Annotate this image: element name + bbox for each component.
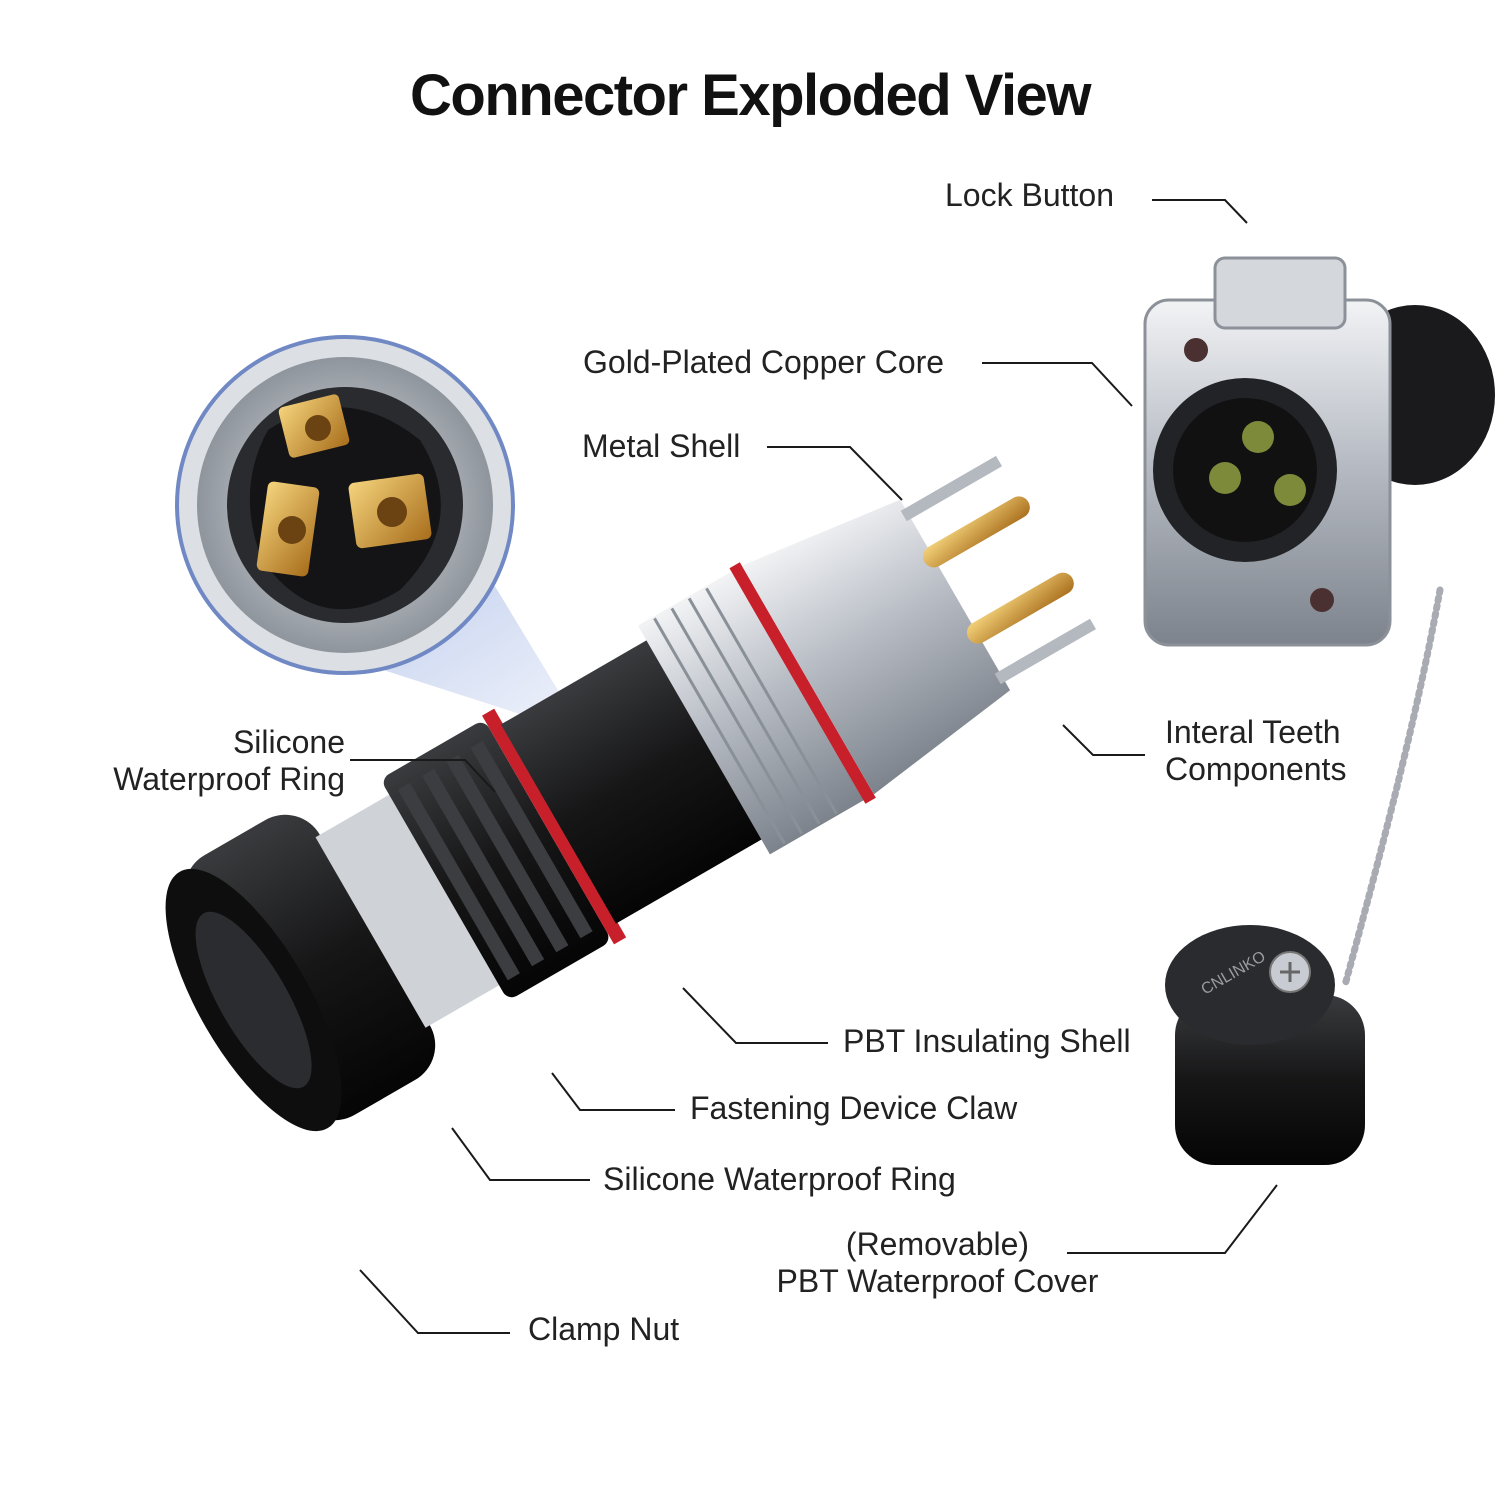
leader-pbt-shell [682, 987, 828, 1044]
label-internal-teeth-line2: Components [1165, 751, 1347, 787]
leader-internal-teeth [1062, 724, 1145, 756]
leader-silicone-ring-upper [350, 759, 496, 793]
leader-gold-core [982, 362, 1133, 407]
bead-chain [1341, 586, 1444, 989]
leader-lock-button [1152, 199, 1248, 224]
label-clamp-nut: Clamp Nut [528, 1311, 680, 1347]
label-waterproof-cover-line1: (Removable) [845, 1226, 1030, 1262]
label-waterproof-cover-line2: PBT Waterproof Cover [776, 1263, 1099, 1299]
diagram-title: Connector Exploded View [410, 63, 1091, 128]
label-fastening-claw: Fastening Device Claw [690, 1090, 1018, 1126]
label-silicone-ring-upper: Silicone Waterproof Ring [80, 724, 345, 798]
leader-clamp-nut [359, 1269, 510, 1334]
leader-waterproof-cover [1067, 1184, 1278, 1254]
label-pbt-insulating-shell: PBT Insulating Shell [843, 1023, 1131, 1059]
label-silicone-ring-upper-line1: Silicone [232, 724, 345, 760]
leader-metal-shell [767, 446, 903, 501]
label-metal-shell: Metal Shell [582, 428, 741, 464]
label-lock-button: Lock Button [945, 177, 1114, 213]
leader-fastening-claw [551, 1072, 675, 1111]
leader-lines [350, 199, 1278, 1334]
leader-silicone-ring-lower [451, 1127, 590, 1181]
magnified-core-inset [175, 335, 515, 675]
socket-panel [1143, 256, 1495, 647]
plug-body [165, 455, 1097, 1132]
label-internal-teeth-line1: Interal Teeth [1165, 714, 1341, 750]
label-silicone-ring-upper-line2: Waterproof Ring [113, 761, 345, 797]
label-internal-teeth: Interal Teeth Components [1165, 714, 1346, 788]
label-gold-core: Gold-Plated Copper Core [583, 344, 945, 380]
label-silicone-ring-lower: Silicone Waterproof Ring [603, 1161, 956, 1197]
label-waterproof-cover: (Removable) PBT Waterproof Cover [760, 1226, 1115, 1300]
waterproof-cover: CNLINKO [1165, 925, 1365, 1165]
